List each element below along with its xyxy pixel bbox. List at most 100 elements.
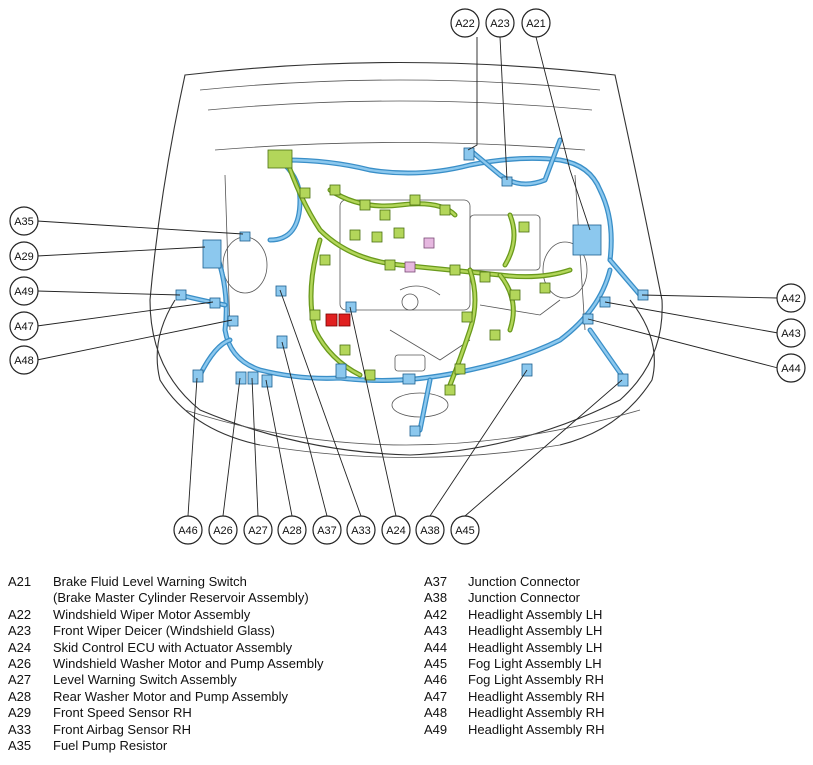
- legend-row: A38 Junction Connector: [424, 590, 804, 606]
- callout-a38: A38: [415, 515, 445, 545]
- engine-bay-wiring-diagram: A22 A23 A21 A35 A29 A49 A47 A48: [9, 8, 806, 545]
- legend-code: A24: [8, 639, 32, 655]
- svg-text:A23: A23: [490, 18, 510, 30]
- legend-description: Windshield Wiper Motor Assembly: [53, 606, 251, 622]
- svg-text:A49: A49: [14, 286, 34, 298]
- svg-text:A46: A46: [178, 525, 198, 537]
- legend-code: A43: [424, 623, 448, 639]
- svg-text:A37: A37: [317, 525, 337, 537]
- legend-code: A44: [424, 639, 448, 655]
- callout-a37: A37: [312, 515, 342, 545]
- legend-row: A46 Fog Light Assembly RH: [424, 672, 804, 688]
- legend-code: A27: [8, 672, 32, 688]
- svg-text:A44: A44: [781, 363, 801, 375]
- legend-row: A37 Junction Connector: [424, 574, 804, 590]
- legend-description: Headlight Assembly RH: [468, 705, 605, 721]
- legend-description: Headlight Assembly RH: [468, 688, 605, 704]
- legend-code: A22: [8, 606, 32, 622]
- legend-row: A23 Front Wiper Deicer (Windshield Glass…: [8, 623, 408, 639]
- svg-text:A28: A28: [282, 525, 302, 537]
- callout-a33: A33: [346, 515, 376, 545]
- legend-code: A47: [424, 688, 448, 704]
- legend-description: (Brake Master Cylinder Reservoir Assembl…: [53, 590, 309, 606]
- legend-code: A42: [424, 606, 448, 622]
- legend-code: A26: [8, 655, 32, 671]
- svg-text:A29: A29: [14, 251, 34, 263]
- callout-a24: A24: [381, 515, 411, 545]
- callout-a48: A48: [9, 345, 39, 375]
- svg-text:A48: A48: [14, 355, 34, 367]
- legend-row: A49 Headlight Assembly RH: [424, 722, 804, 738]
- legend-row: A28 Rear Washer Motor and Pump Assembly: [8, 689, 408, 705]
- legend-row: A33 Front Airbag Sensor RH: [8, 722, 408, 738]
- legend-column-left: A21 Brake Fluid Level Warning Switch (Br…: [8, 574, 408, 754]
- legend-code: A21: [8, 574, 32, 589]
- callout-a23: A23: [485, 8, 515, 38]
- svg-text:A21: A21: [526, 18, 546, 30]
- legend-code: A45: [424, 655, 448, 671]
- svg-text:A24: A24: [386, 525, 406, 537]
- legend-row: A48 Headlight Assembly RH: [424, 705, 804, 721]
- callout-group: A22 A23 A21 A35 A29 A49 A47 A48: [9, 8, 806, 545]
- legend-code: A33: [8, 721, 32, 737]
- callout-a35: A35: [9, 206, 39, 236]
- callout-a26: A26: [208, 515, 238, 545]
- callout-a27: A27: [243, 515, 273, 545]
- callout-a29: A29: [9, 241, 39, 271]
- legend-description: Headlight Assembly LH: [468, 606, 603, 622]
- legend-code: A23: [8, 623, 32, 639]
- svg-text:A35: A35: [14, 216, 34, 228]
- legend-description: Headlight Assembly LH: [468, 639, 603, 655]
- svg-text:A47: A47: [14, 321, 34, 333]
- legend-code: A49: [424, 721, 448, 737]
- legend-description: Level Warning Switch Assembly: [53, 672, 237, 688]
- legend-row: A29 Front Speed Sensor RH: [8, 705, 408, 721]
- legend-description: Headlight Assembly LH: [468, 623, 603, 639]
- legend-description: Fog Light Assembly LH: [468, 655, 602, 671]
- legend-description: Front Wiper Deicer (Windshield Glass): [53, 623, 275, 639]
- callout-a44: A44: [776, 353, 806, 383]
- legend-row: A42 Headlight Assembly LH: [424, 607, 804, 623]
- legend-row: A35 Fuel Pump Resistor: [8, 738, 408, 754]
- legend-row: A21 Brake Fluid Level Warning Switch: [8, 574, 408, 590]
- callout-a28: A28: [277, 515, 307, 545]
- callout-a21: A21: [521, 8, 551, 38]
- legend-description: Junction Connector: [468, 574, 581, 589]
- svg-text:A42: A42: [781, 293, 801, 305]
- legend-code: A35: [8, 737, 32, 753]
- legend-description: Front Speed Sensor RH: [53, 705, 192, 721]
- legend-column-right: A37 Junction Connector A38 Junction Conn…: [424, 574, 804, 738]
- legend-code: A28: [8, 688, 32, 704]
- green-wire-harness: [282, 152, 573, 388]
- legend-code: A46: [424, 672, 448, 688]
- callout-a46: A46: [173, 515, 203, 545]
- blue-wire-harness: [177, 137, 643, 433]
- legend-description: Junction Connector: [468, 590, 581, 606]
- svg-text:A22: A22: [455, 18, 475, 30]
- leader-lines: [36, 36, 779, 517]
- legend-row: A24 Skid Control ECU with Actuator Assem…: [8, 640, 408, 656]
- svg-text:A45: A45: [455, 525, 475, 537]
- legend-description: Windshield Washer Motor and Pump Assembl…: [53, 655, 324, 671]
- legend-row: A47 Headlight Assembly RH: [424, 689, 804, 705]
- callout-a45: A45: [450, 515, 480, 545]
- svg-text:A43: A43: [781, 328, 801, 340]
- legend-code: A48: [424, 705, 448, 721]
- legend-description: Rear Washer Motor and Pump Assembly: [53, 688, 289, 704]
- svg-text:A33: A33: [351, 525, 371, 537]
- legend-row: A44 Headlight Assembly LH: [424, 640, 804, 656]
- svg-text:A27: A27: [248, 525, 268, 537]
- component-legend: A21 Brake Fluid Level Warning Switch (Br…: [0, 574, 813, 764]
- legend-description: Headlight Assembly RH: [468, 721, 605, 737]
- legend-row: A26 Windshield Washer Motor and Pump Ass…: [8, 656, 408, 672]
- legend-row: A27 Level Warning Switch Assembly: [8, 672, 408, 688]
- legend-description: Skid Control ECU with Actuator Assembly: [53, 639, 293, 655]
- legend-row: A43 Headlight Assembly LH: [424, 623, 804, 639]
- callout-a22: A22: [450, 8, 480, 38]
- vehicle-outline: [149, 61, 663, 458]
- callout-a42: A42: [776, 283, 806, 313]
- legend-description: Brake Fluid Level Warning Switch: [53, 574, 247, 589]
- legend-row: A22 Windshield Wiper Motor Assembly: [8, 607, 408, 623]
- svg-text:A38: A38: [420, 525, 440, 537]
- legend-code: A38: [424, 590, 448, 606]
